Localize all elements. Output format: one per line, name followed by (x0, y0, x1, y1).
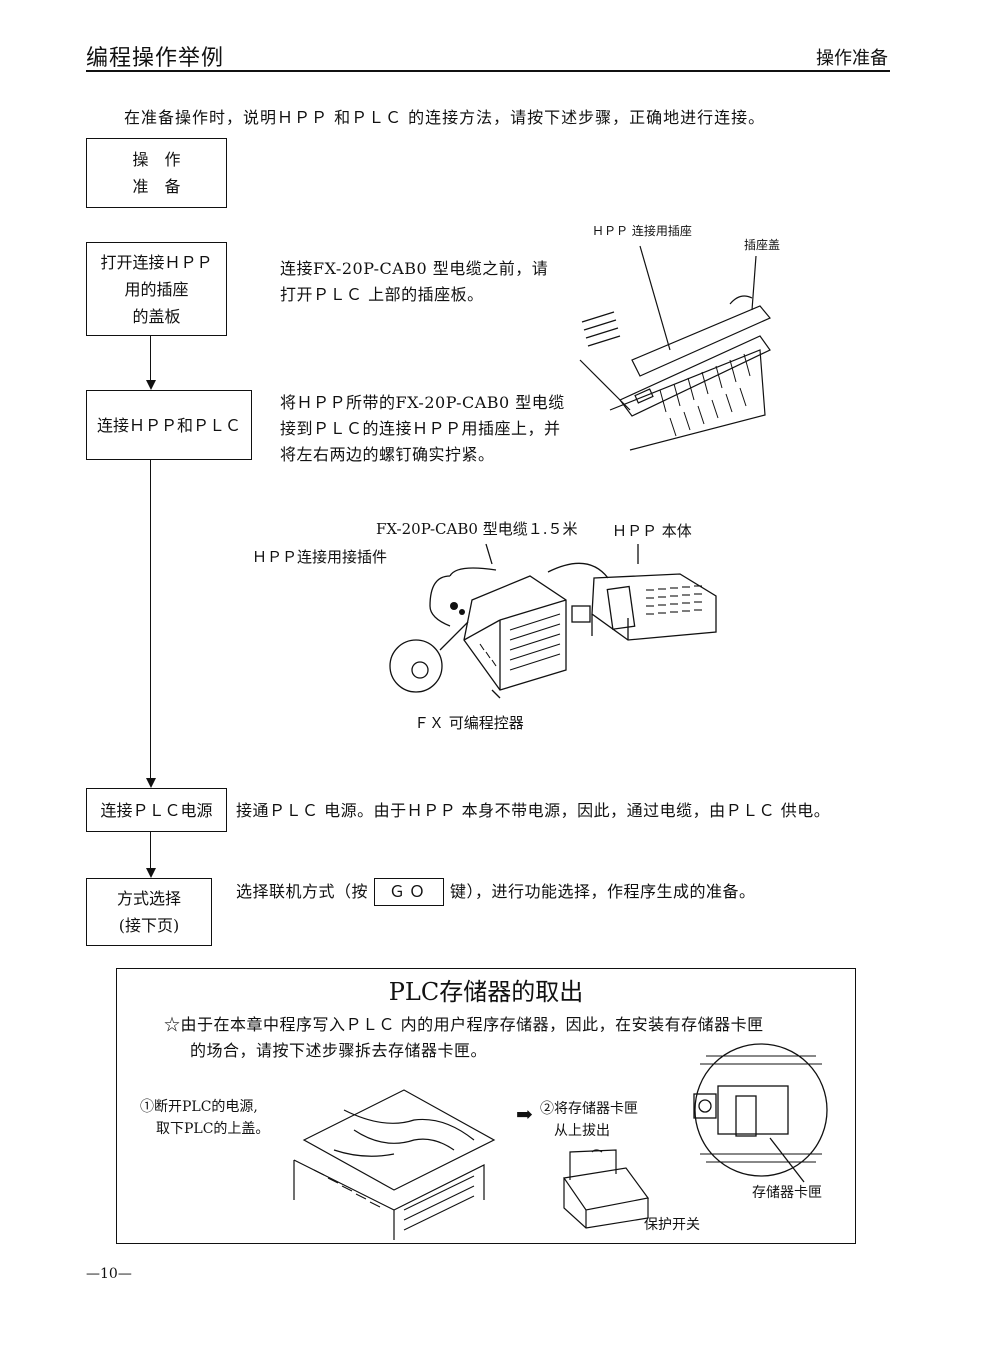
memory-removal-panel (116, 968, 856, 1244)
fig2-connection-illustration (389, 543, 717, 699)
flow-box-open-cover: 打开连接ＨＰＰ 用的插座 的盖板 (86, 242, 227, 336)
desc-step2-line3: 将左右两边的螺钉确实拧紧。 (280, 445, 495, 464)
fig2-label-connector: ＨＰＰ连接用接插件 (252, 548, 388, 566)
fig1-label-cover: 插座盖 (744, 238, 781, 252)
panel-label-switch: 保护开关 (644, 1217, 700, 1233)
fig2-label-hpp: ＨＰＰ 本体 (612, 522, 692, 540)
panel-step2-line1: ②将存储器卡匣 (540, 1101, 638, 1117)
flow-arrow (146, 778, 156, 788)
panel-title: PLC存储器的取出 (388, 978, 584, 1006)
arrow-right-icon: ➡ (516, 1102, 533, 1126)
intro-text: 在准备操作时，说明ＨＰＰ 和ＰＬＣ 的连接方法，请按下述步骤，正确地进行连接。 (124, 108, 766, 127)
flow-arrow (146, 868, 156, 878)
flow-step2-label: 连接ＨＰＰ和ＰＬＣ (96, 415, 241, 435)
panel-step1-line1: ①断开PLC的电源, (140, 1099, 258, 1115)
panel-step1: ①断开PLC的电源, 取下PLC的上盖。 (140, 1096, 269, 1140)
flow-prep-line1: 操 作 (132, 150, 181, 169)
desc-step4-before: 选择联机方式（按 (236, 882, 369, 901)
flow-step4-line2: (接下页) (118, 916, 180, 935)
desc-step1-line1: 连接FX-20P-CAB0 型电缆之前，请 (280, 259, 549, 278)
flow-box-prep: 操 作 准 备 (86, 138, 227, 208)
panel-detail-circle-illustration (693, 1043, 828, 1183)
panel-plc-cover-illustration (293, 1089, 496, 1240)
fig1-plc-socket-illustration (579, 245, 771, 451)
desc-step4-after: 键），进行功能选择，作程序生成的准备。 (450, 882, 756, 901)
header-rule (86, 70, 890, 72)
desc-step2-line2: 接到ＰＬＣ的连接ＨＰＰ用插座上，并 (280, 419, 561, 438)
desc-step4: 选择联机方式（按 ＧＯ 键），进行功能选择，作程序生成的准备。 (236, 878, 756, 906)
go-key: ＧＯ (374, 878, 445, 906)
panel-step1-line2: 取下PLC的上盖。 (156, 1121, 270, 1137)
flow-box-connect-hpp-plc: 连接ＨＰＰ和ＰＬＣ (86, 390, 252, 460)
panel-text-line2: 的场合，请按下述步骤拆去存储器卡匣。 (190, 1041, 488, 1060)
fig2-label-fx: ＦＸ 可编程控器 (414, 714, 524, 732)
desc-step1-line2: 打开ＰＬＣ 上部的插座板。 (280, 285, 484, 304)
fig2-label-cable: FX-20P-CAB0 型电缆１.５米 (376, 520, 578, 538)
flow-connector (150, 832, 152, 868)
panel-text: ☆由于在本章中程序写入ＰＬＣ 内的用户程序存储器，因此，在安装有存储器卡匣 的场… (164, 1012, 764, 1064)
flow-connector (150, 460, 152, 778)
panel-label-cartridge: 存储器卡匣 (752, 1185, 822, 1201)
flow-step1-line2: 用的插座 (124, 279, 189, 299)
panel-step2: ②将存储器卡匣 从上拔出 (540, 1098, 638, 1142)
flow-step1-line1: 打开连接ＨＰＰ (100, 252, 213, 272)
desc-step1: 连接FX-20P-CAB0 型电缆之前，请 打开ＰＬＣ 上部的插座板。 (280, 256, 548, 308)
panel-cartridge-illustration (562, 1149, 650, 1229)
panel-text-line1: ☆由于在本章中程序写入ＰＬＣ 内的用户程序存储器，因此，在安装有存储器卡匣 (164, 1015, 764, 1034)
flow-prep-line2: 准 备 (132, 177, 181, 196)
flow-step4-line1: 方式选择 (116, 889, 181, 908)
desc-step2: 将ＨＰＰ所带的FX-20P-CAB0 型电缆 接到ＰＬＣ的连接ＨＰＰ用插座上，并… (280, 390, 565, 468)
fig1-label-socket: ＨＰＰ 连接用插座 (592, 224, 692, 238)
header-left-title: 编程操作举例 (86, 46, 225, 71)
panel-step2-line2: 从上拔出 (554, 1123, 610, 1139)
flow-step3-label: 连接ＰＬＣ电源 (100, 800, 213, 820)
desc-step2-line1: 将ＨＰＰ所带的FX-20P-CAB0 型电缆 (280, 393, 565, 412)
flow-connector (150, 336, 152, 380)
header-right-title: 操作准备 (816, 48, 888, 69)
flow-box-plc-power: 连接ＰＬＣ电源 (86, 788, 227, 832)
flow-step1-line3: 的盖板 (132, 306, 181, 326)
desc-step3: 接通ＰＬＣ 电源。由于ＨＰＰ 本身不带电源，因此，通过电缆，由ＰＬＣ 供电。 (236, 801, 831, 820)
page-number: —10— (86, 1266, 132, 1282)
flow-arrow (146, 380, 156, 390)
flow-box-mode-select: 方式选择 (接下页) (86, 878, 212, 946)
